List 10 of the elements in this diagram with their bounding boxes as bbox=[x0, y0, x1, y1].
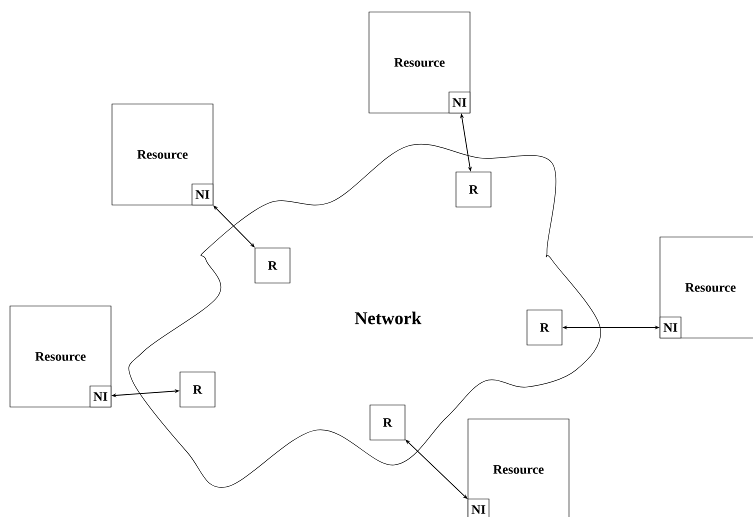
interface-box: NI bbox=[90, 386, 112, 408]
router-box: R bbox=[456, 172, 492, 208]
router-box: R bbox=[180, 372, 216, 408]
interface-box: NI bbox=[468, 498, 490, 517]
router-box: R bbox=[526, 310, 562, 346]
interface-box: NI bbox=[448, 92, 470, 114]
router-box: R bbox=[370, 404, 406, 440]
interface-box: NI bbox=[660, 316, 682, 338]
interface-box: NI bbox=[192, 184, 214, 206]
router-box: R bbox=[254, 248, 290, 284]
